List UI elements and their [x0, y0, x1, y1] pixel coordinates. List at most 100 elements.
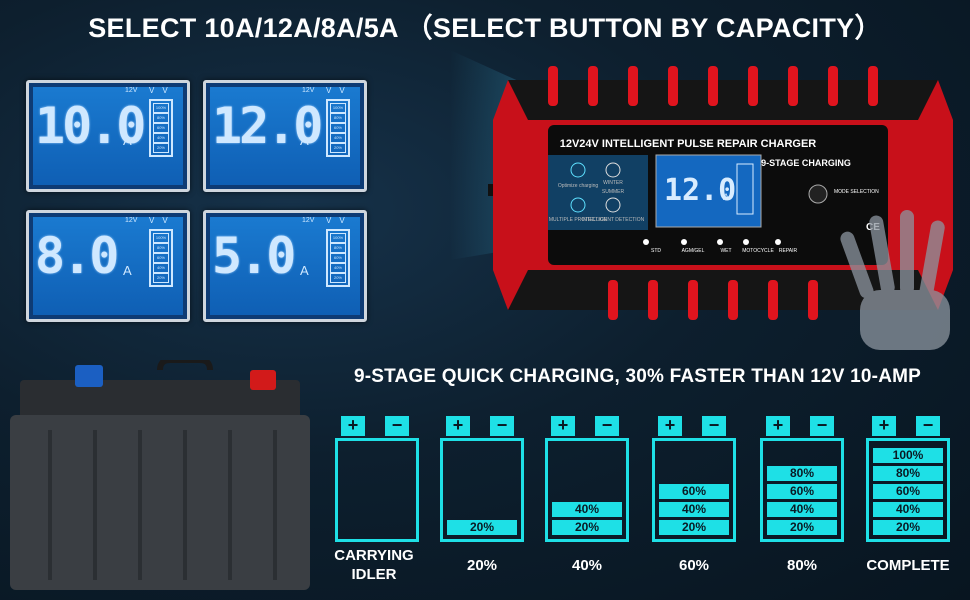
mode-selection-label: MODE SELECTION	[834, 189, 879, 195]
lcd-amps: 10.0	[35, 97, 146, 155]
lcd-battery-gauge: 100%80%60%40%20%	[326, 229, 350, 287]
lcd-vv-marks: VV	[149, 216, 176, 225]
charge-level-bar: 40%	[873, 502, 943, 517]
svg-text:MOTOCYCLE: MOTOCYCLE	[742, 248, 774, 254]
lcd-battery-gauge: 100%80%60%40%20%	[149, 99, 173, 157]
plus-terminal: +	[341, 416, 365, 436]
lcd-gauge-segment: 60%	[330, 123, 346, 133]
lcd-gauge-segment: 40%	[330, 133, 346, 143]
battery-body	[760, 438, 844, 542]
lcd-gauge-segment: 100%	[153, 233, 169, 243]
battery-body	[652, 438, 736, 542]
stage-caption: CARRYING IDLER	[334, 547, 414, 583]
svg-text:AGM/GEL: AGM/GEL	[682, 248, 705, 254]
charge-level-bar: 20%	[447, 520, 517, 535]
lcd-amps: 12.0	[212, 97, 323, 155]
lcd-gauge-segment: 100%	[153, 103, 169, 113]
charge-level-bar: 60%	[873, 484, 943, 499]
lcd-gauge-segment: 80%	[153, 113, 169, 123]
lcd-voltage: 12V	[302, 87, 315, 94]
lcd-unit: A	[123, 133, 132, 148]
lcd-gauge-segment: 80%	[330, 243, 346, 253]
plus-terminal: +	[872, 416, 896, 436]
charger-lcd-amps: 12.0	[664, 173, 736, 208]
negative-terminal-cap	[75, 365, 103, 387]
lcd-gauge-segment: 20%	[153, 273, 169, 283]
lcd-gauge-segment: 80%	[330, 113, 346, 123]
svg-text:SUMMER: SUMMER	[602, 189, 625, 195]
lcd-gauge-segment: 60%	[153, 253, 169, 263]
charger-stages-label: 9-STAGE CHARGING	[761, 158, 851, 168]
lcd-unit: A	[300, 133, 309, 148]
car-battery-illustration	[10, 360, 310, 590]
stage-caption: 40%	[571, 557, 603, 574]
lcd-battery-gauge: 100%80%60%40%20%	[326, 99, 350, 157]
lcd-unit: A	[300, 263, 309, 278]
plus-terminal: +	[551, 416, 575, 436]
lcd-amps: 5.0	[212, 227, 296, 285]
tagline: 9-STAGE QUICK CHARGING, 30% FASTER THAN …	[353, 366, 922, 387]
lcd-gauge-segment: 40%	[153, 133, 169, 143]
stage-battery: +−80%60%40%20%	[760, 416, 844, 542]
charger-lcd	[655, 154, 762, 228]
charge-level-bar: 40%	[767, 502, 837, 517]
battery-body	[335, 438, 419, 542]
charge-level-bar: 80%	[767, 466, 837, 481]
charge-level-bar: 60%	[767, 484, 837, 499]
lcd-gauge-segment: 20%	[153, 143, 169, 153]
stage-battery: +−60%40%20%	[652, 416, 736, 542]
lcd-vv-marks: VV	[326, 216, 353, 225]
lcd-battery-gauge: 100%80%60%40%20%	[149, 229, 173, 287]
stage-caption: 80%	[786, 557, 818, 574]
battery-body	[866, 438, 950, 542]
stage-battery: +−	[335, 416, 419, 542]
battery-body	[440, 438, 524, 542]
lcd-gauge-segment: 40%	[153, 263, 169, 273]
charge-level-bar: 20%	[873, 520, 943, 535]
minus-terminal: −	[595, 416, 619, 436]
charge-level-bar: 20%	[767, 520, 837, 535]
lcd-voltage: 12V	[125, 217, 138, 224]
stage-caption: COMPLETE	[866, 557, 950, 574]
lcd-gauge-segment: 60%	[330, 253, 346, 263]
minus-terminal: −	[490, 416, 514, 436]
lcd-amps: 8.0	[35, 227, 119, 285]
charge-level-bar: 60%	[659, 484, 729, 499]
minus-terminal: −	[916, 416, 940, 436]
svg-text:REPAIR: REPAIR	[779, 248, 798, 254]
mode-selection-button[interactable]	[808, 184, 828, 204]
lcd-gauge-segment: 40%	[330, 263, 346, 273]
minus-terminal: −	[702, 416, 726, 436]
charge-level-bar: 40%	[552, 502, 622, 517]
lcd-voltage: 12V	[302, 217, 315, 224]
svg-text:MULTIPLE PROTECTION: MULTIPLE PROTECTION	[549, 217, 608, 223]
lcd-gauge-segment: 100%	[330, 233, 346, 243]
minus-terminal: −	[810, 416, 834, 436]
lcd-gauge-segment: 20%	[330, 273, 346, 283]
lcd-gauge-segment: 60%	[153, 123, 169, 133]
battery-body	[545, 438, 629, 542]
lcd-vv-marks: VV	[326, 86, 353, 95]
svg-text:WET: WET	[720, 248, 731, 254]
stage-battery: +−100%80%60%40%20%	[866, 416, 950, 542]
lcd-gauge-segment: 80%	[153, 243, 169, 253]
svg-text:STD: STD	[651, 248, 661, 254]
svg-text:WINTER: WINTER	[603, 180, 623, 186]
charge-level-bar: 20%	[552, 520, 622, 535]
minus-terminal: −	[385, 416, 409, 436]
stage-battery: +− 20%	[440, 416, 524, 542]
stage-caption: 60%	[678, 557, 710, 574]
lcd-gauge-segment: 20%	[330, 143, 346, 153]
svg-text:Optimize charging: Optimize charging	[558, 183, 599, 189]
charger-device: 12V24V INTELLIGENT PULSE REPAIR CHARGER …	[488, 66, 953, 320]
charge-level-bar: 100%	[873, 448, 943, 463]
lcd-gauge-segment: 100%	[330, 103, 346, 113]
stage-caption: 20%	[466, 557, 498, 574]
svg-text:A: A	[723, 192, 729, 202]
lcd-vv-marks: VV	[149, 86, 176, 95]
plus-terminal: +	[446, 416, 470, 436]
